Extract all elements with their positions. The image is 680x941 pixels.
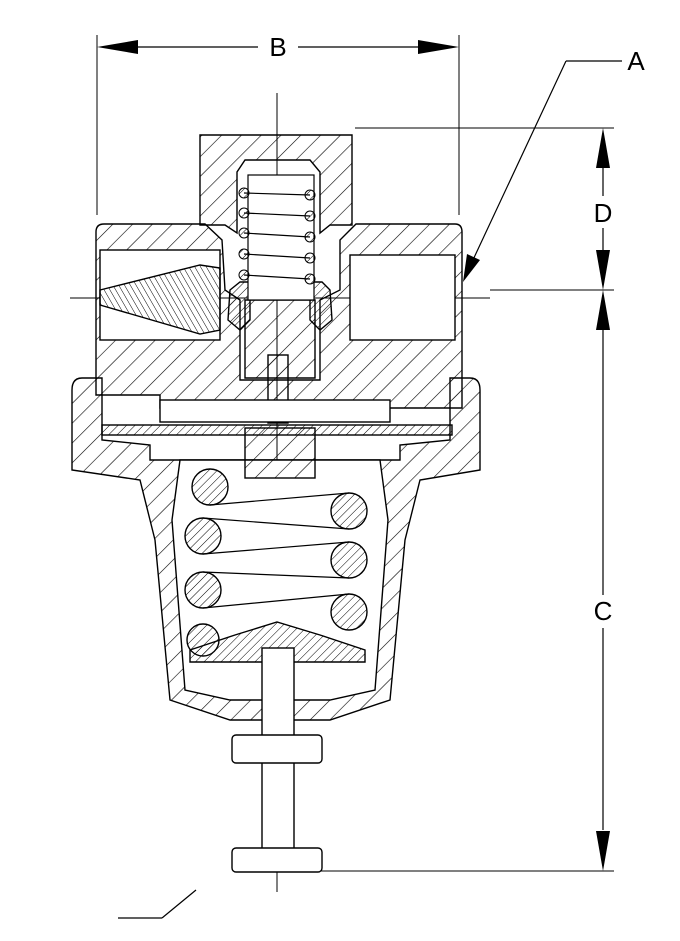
lock-nut (231, 734, 323, 764)
leader-a: A (463, 46, 645, 282)
leader-bottom (118, 889, 197, 919)
dimension-d-c: D C (320, 127, 614, 872)
screw-head (231, 847, 323, 873)
bonnet-cap (199, 134, 353, 235)
regulator-body (71, 134, 481, 873)
label-d: D (594, 198, 613, 228)
label-a: A (627, 46, 645, 76)
diaphragm-plate (159, 399, 391, 423)
outlet-port (349, 254, 456, 341)
label-c: C (594, 596, 613, 626)
diaphragm-button (244, 427, 316, 479)
inlet-filter (99, 264, 221, 335)
label-b: B (269, 32, 286, 62)
dimension-b: B (96, 32, 460, 215)
spring-button (189, 621, 366, 663)
pilot-spring (238, 174, 316, 301)
